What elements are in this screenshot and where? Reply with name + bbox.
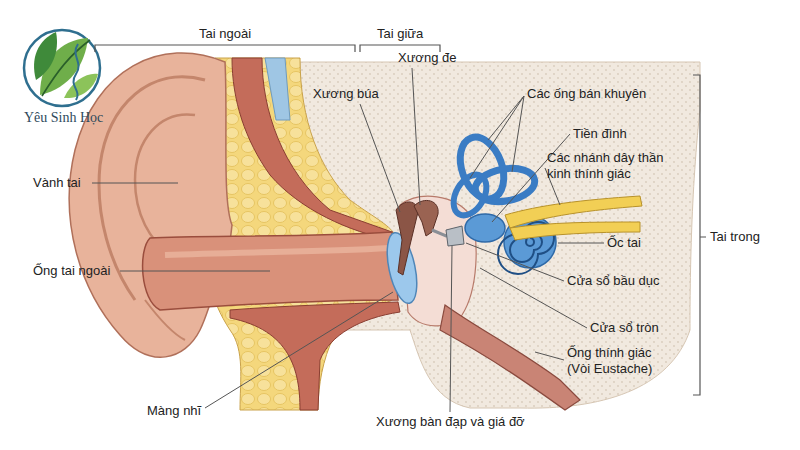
skin-layer [232, 58, 392, 240]
part-label: Cửa sổ bầu dục [567, 273, 660, 289]
part-label: Cửa sổ tròn [590, 320, 659, 336]
eustachian-tube [440, 305, 580, 410]
auditory-nerve [505, 196, 642, 240]
part-label: Màng nhĩ [147, 403, 201, 419]
region-label: Tai trong [710, 229, 760, 245]
watermark: Yêu Sinh Học [24, 110, 103, 126]
logo [24, 30, 100, 106]
part-label: Ống tai ngoài [33, 263, 110, 279]
part-label: Các ống bán khuyên [527, 86, 646, 102]
inner-ear [447, 131, 556, 274]
skin-layer [230, 302, 400, 410]
part-label: Xương búa [313, 86, 379, 102]
cartilage [265, 58, 290, 120]
part-label: Các nhánh dây thần kinh thính giác [547, 150, 675, 182]
part-label: Xương bàn đạp và giá đỡ [376, 414, 525, 430]
region-brackets [95, 45, 706, 395]
part-label: Xương đe [398, 50, 456, 66]
part-label: Ống thính giác (Vòi Eustache) [567, 345, 667, 377]
part-label: Vành tai [33, 175, 81, 191]
pinna [69, 53, 232, 357]
region-label: Tai giữa [377, 26, 423, 42]
part-label: Tiền đình [573, 126, 627, 142]
leader-lines [92, 68, 604, 412]
region-label: Tai ngoài [199, 26, 251, 42]
part-label: Ốc tai [607, 235, 641, 251]
